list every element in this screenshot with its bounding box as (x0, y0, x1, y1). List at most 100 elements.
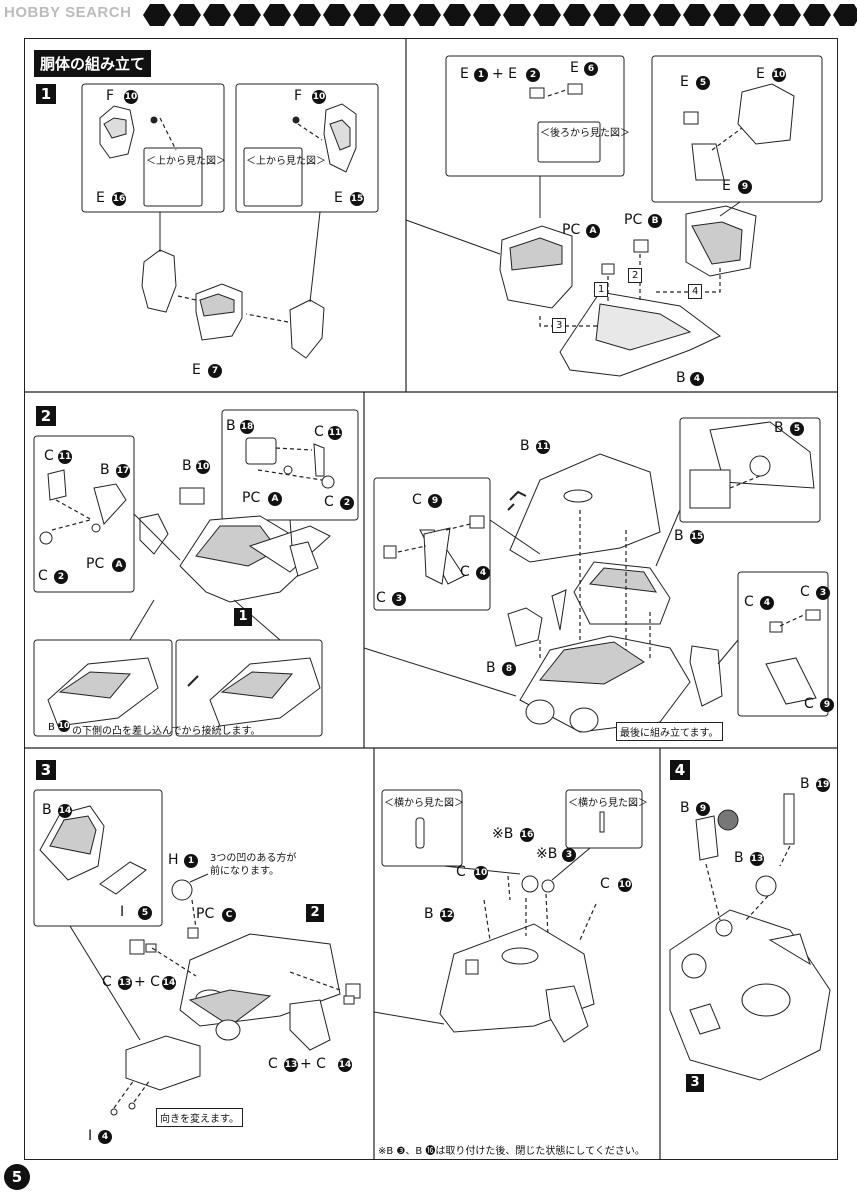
view-caption-back: ＜後ろから見た図＞ (540, 128, 630, 139)
part-label-e-2: E (334, 190, 343, 206)
part-number-1: 1 (474, 68, 488, 82)
part-number-5: 5 (696, 76, 710, 90)
part-label-c13: C (102, 974, 112, 990)
part-label-b3: ※B (536, 846, 558, 862)
part-label-b9: B (680, 800, 690, 816)
watermark-logo: HOBBY SEARCH (4, 4, 132, 21)
part-label-e-e9: E (722, 178, 731, 194)
part-label-c9-2: C (804, 696, 814, 712)
part-label-f: F (106, 88, 115, 104)
part-number-4-i: 4 (98, 1130, 112, 1144)
part-label-b4: B (676, 370, 686, 386)
part-number-4-c-2: 4 (760, 596, 774, 610)
note-change-direction: 向きを変えます。 (156, 1108, 243, 1127)
part-label-e-e10: E (756, 66, 765, 82)
part-label-b13: B (734, 850, 744, 866)
view-caption-side: ＜横から見た図＞ (384, 798, 464, 809)
page-frame (24, 38, 838, 1160)
part-label-b10: B (182, 458, 192, 474)
part-number-2-c: 2 (54, 570, 68, 584)
part-label-c11-2: C (314, 424, 324, 440)
part-number-9-c: 9 (428, 494, 442, 508)
part-label-pc-b: PC (624, 212, 643, 228)
note-b10-number: 10 (58, 720, 70, 732)
part-number-5-b: 5 (790, 422, 804, 436)
part-number-13: 13 (118, 976, 132, 990)
part-number-9: 9 (738, 180, 752, 194)
plus-c-label: + C (134, 974, 160, 990)
sub-assembly-2: 2 (306, 904, 324, 922)
part-number-10-c-2: 10 (618, 878, 632, 892)
part-label-c10: C (456, 864, 466, 880)
sub-assembly-3: 3 (686, 1074, 704, 1092)
part-label-c13-2: C (268, 1056, 278, 1072)
part-number-11: 11 (58, 450, 72, 464)
part-label-c11: C (44, 448, 54, 464)
part-label-c3-2: C (800, 584, 810, 600)
part-label-e: E (96, 190, 105, 206)
part-number-7: 7 (208, 364, 222, 378)
part-number-2: 2 (526, 68, 540, 82)
view-caption-side-2: ＜横から見た図＞ (568, 798, 648, 809)
step-number-1: 1 (36, 84, 56, 104)
part-number-14-c: 14 (162, 976, 176, 990)
part-label-c4-2: C (744, 594, 754, 610)
part-label-i5: I (120, 904, 125, 920)
part-number-11-b: 11 (536, 440, 550, 454)
part-number-3-c-2: 3 (816, 586, 830, 600)
part-label-i4: I (88, 1128, 93, 1144)
part-number-10: 10 (124, 90, 138, 104)
part-number-16-b: 16 (520, 828, 534, 842)
part-label-pc-a-3: PC (242, 490, 261, 506)
part-label-b5: B (774, 420, 784, 436)
part-number-13-2: 13 (284, 1058, 298, 1072)
part-label-b14: B (42, 802, 52, 818)
part-letter-a-2: A (112, 558, 126, 572)
part-number-14-c-2: 14 (338, 1058, 352, 1072)
footnote-close: ※B ❸、B ⓰は取り付けた後、閉じた状態にしてください。 (378, 1146, 645, 1157)
part-label-e-e6: E (570, 60, 579, 76)
hexagon-pattern-header (143, 4, 857, 26)
part-number-12: 12 (440, 908, 454, 922)
sub-assembly-1: 1 (234, 608, 252, 626)
view-caption-top-2: ＜上から見た図＞ (246, 156, 326, 167)
part-number-10-c: 10 (474, 866, 488, 880)
part-number-15-b: 15 (690, 530, 704, 544)
part-number-9-c-2: 9 (820, 698, 834, 712)
part-label-b19: B (800, 776, 810, 792)
part-label-c3: C (376, 590, 386, 606)
part-label-e-e5: E (680, 74, 689, 90)
part-letter-a-3: A (268, 492, 282, 506)
part-letter-b: B (648, 214, 662, 228)
part-letter-c: C (222, 908, 236, 922)
part-number-3-c: 3 (392, 592, 406, 606)
note-b10-prefix: B (48, 722, 55, 733)
step-number-2: 2 (36, 406, 56, 426)
page-title: 胴体の組み立て (34, 50, 152, 77)
part-label-c10-2: C (600, 876, 610, 892)
part-label-b16: ※B (492, 826, 514, 842)
part-label-c2-2: C (324, 494, 334, 510)
note-h1-orientation: 3つの凹のある方が 前になります。 (210, 853, 297, 877)
plus-c-label-2: + C (300, 1056, 326, 1072)
sequence-2: 2 (628, 268, 643, 283)
part-number-17: 17 (116, 464, 130, 478)
note-b10-text: の下側の凸を差し込んでから接続します。 (72, 726, 261, 737)
step-number-3: 3 (36, 760, 56, 780)
part-label-pc-a: PC (562, 222, 581, 238)
part-number-10-e: 10 (772, 68, 786, 82)
part-number-18: 18 (240, 420, 254, 434)
part-number-15: 15 (350, 192, 364, 206)
part-number-14: 14 (58, 804, 72, 818)
part-number-8: 8 (502, 662, 516, 676)
sequence-3: 3 (552, 318, 567, 333)
part-label-h1: H (168, 852, 179, 868)
part-number-13-b: 13 (750, 852, 764, 866)
part-letter-a: A (586, 224, 600, 238)
part-number-16: 16 (112, 192, 126, 206)
part-number-6: 6 (584, 62, 598, 76)
part-number-9-b: 9 (696, 802, 710, 816)
part-number-10-2: 10 (312, 90, 326, 104)
part-label-c2: C (38, 568, 48, 584)
